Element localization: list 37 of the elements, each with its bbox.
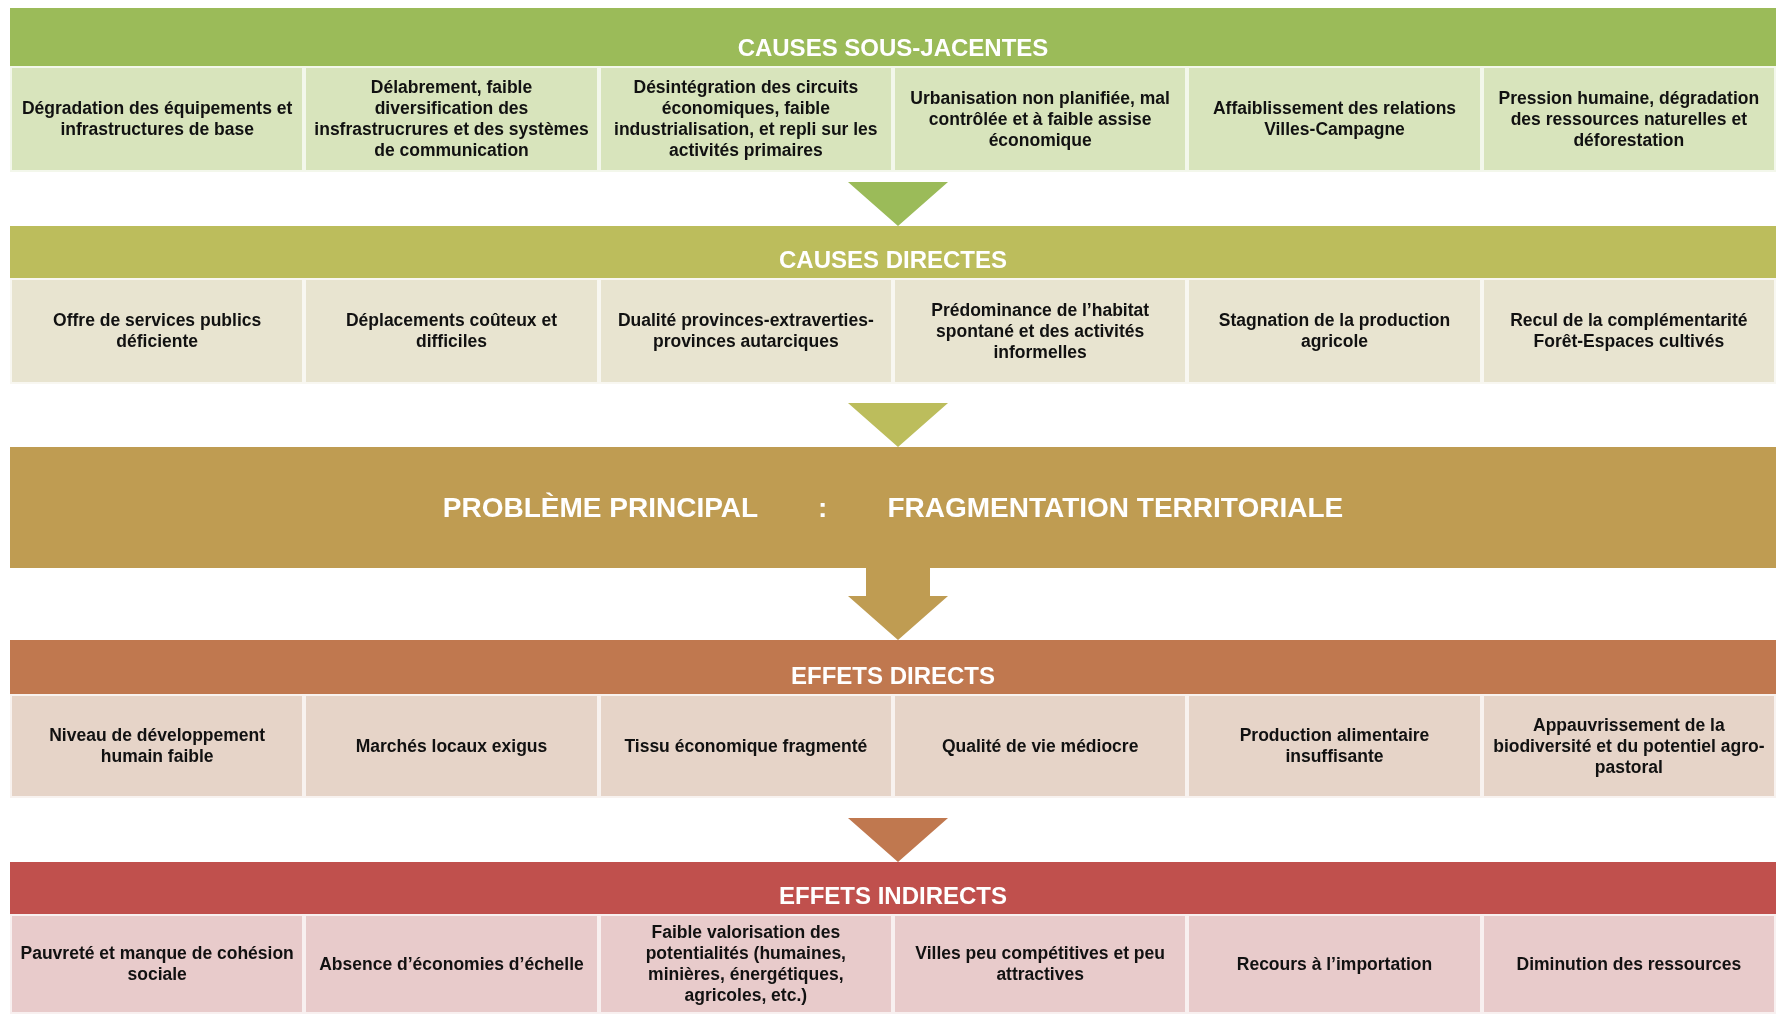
factor-cell: Tissu économique fragmenté bbox=[598, 694, 893, 798]
factor-cell: Diminution des ressources bbox=[1481, 914, 1776, 1014]
factor-cell: Marchés locaux exigus bbox=[304, 694, 599, 798]
factor-cell: Villes peu compétitives et peu attractives bbox=[893, 914, 1188, 1014]
band-title: CAUSES DIRECTES bbox=[778, 246, 1007, 275]
factor-cell: Dégradation des équipements et infrastructures de base bbox=[10, 66, 305, 172]
factor-cell: Production alimentaire insuffisante bbox=[1187, 694, 1482, 798]
factor-cell: Qualité de vie médiocre bbox=[893, 694, 1188, 798]
factor-cell: Recul de la complémentarité Forêt-Espaces cultivés bbox=[1481, 278, 1776, 384]
factor-cell: Faible valorisation des potentialités (humaines, minières, énergétiques, agricoles, etc.) bbox=[598, 914, 893, 1014]
factor-cell: Urbanisation non planifiée, mal contrôlée et à faible assise économique bbox=[893, 66, 1188, 172]
category-band bbox=[10, 226, 1776, 384]
band-title: EFFETS DIRECTS bbox=[791, 662, 995, 691]
category-band bbox=[10, 8, 1776, 172]
factor-cell: Niveau de développement humain faible bbox=[10, 694, 305, 798]
factor-cell: Absence d’économies d’échelle bbox=[304, 914, 599, 1014]
factor-cell: Désintégration des circuits économiques, faible industrialisation, et repli sur les activités primaires bbox=[598, 66, 893, 172]
factor-cell: Pression humaine, dégradation des ressources naturelles et déforestation bbox=[1481, 66, 1776, 172]
category-band bbox=[10, 862, 1776, 1014]
factor-cell: Appauvrissement de la biodiversité et du potentiel agro-pastoral bbox=[1481, 694, 1776, 798]
problem-text: FRAGMENTATION TERRITORIALE bbox=[887, 491, 1344, 524]
band-title: EFFETS INDIRECTS bbox=[779, 882, 1007, 911]
factor-cell: Offre de services publics déficiente bbox=[10, 278, 305, 384]
factor-cell: Affaiblissement des relations Villes-Campagne bbox=[1187, 66, 1482, 172]
down-arrow bbox=[848, 568, 948, 640]
factor-cell: Délabrement, faible diversification des insfrastrucrures et des systèmes de communication bbox=[304, 66, 599, 172]
category-band bbox=[10, 640, 1776, 798]
problem-text: PROBLÈME PRINCIPAL bbox=[442, 491, 759, 524]
factor-cell: Recours à l’importation bbox=[1187, 914, 1482, 1014]
problem-text: : bbox=[818, 491, 828, 524]
factor-cell: Dualité provinces-extraverties- provinces autarciques bbox=[598, 278, 893, 384]
factor-cell: Déplacements coûteux et difficiles bbox=[304, 278, 599, 384]
problem-band bbox=[10, 447, 1776, 568]
factor-cell: Prédominance de l’habitat spontané et des activités informelles bbox=[893, 278, 1188, 384]
band-title: CAUSES SOUS-JACENTES bbox=[737, 34, 1049, 63]
factor-cell: Stagnation de la production agricole bbox=[1187, 278, 1482, 384]
factor-cell: Pauvreté et manque de cohésion sociale bbox=[10, 914, 305, 1014]
